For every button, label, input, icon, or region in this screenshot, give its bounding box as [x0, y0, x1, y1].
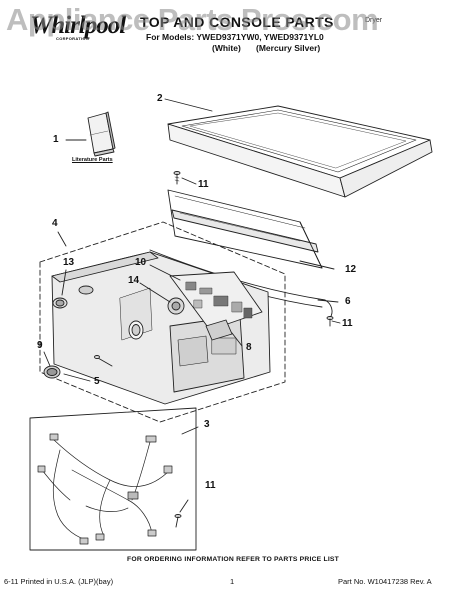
leader-11-top — [181, 177, 197, 185]
leader-13 — [61, 269, 67, 296]
control-board — [169, 271, 263, 331]
page-title: TOP AND CONSOLE PARTS — [140, 14, 334, 30]
callout-1: 1 — [53, 134, 59, 145]
console-group-outline — [39, 221, 286, 423]
variant-silver: (Mercury Silver) — [256, 43, 321, 53]
callout-4: 4 — [52, 218, 58, 229]
screw-top — [173, 171, 181, 185]
ordering-note: FOR ORDERING INFORMATION REFER TO PARTS … — [127, 556, 340, 563]
leader-11-bottom — [179, 499, 189, 513]
leader-14 — [139, 282, 171, 303]
variant-white: (White) — [212, 43, 241, 53]
callout-8: 8 — [246, 342, 252, 353]
user-interface-module — [205, 319, 233, 341]
leader-8 — [231, 332, 243, 347]
screw-console — [94, 355, 113, 367]
page-number: 1 — [230, 577, 235, 586]
console-panel — [51, 251, 271, 405]
leader-5 — [63, 373, 91, 382]
leader-4 — [57, 231, 67, 247]
callout-10: 10 — [135, 257, 147, 268]
callout-9: 9 — [37, 340, 43, 351]
push-button — [52, 297, 68, 309]
literature-label: Literature Parts — [72, 157, 113, 163]
callout-14: 14 — [128, 275, 140, 286]
callout-11-bottom: 11 — [205, 480, 216, 491]
whirlpool-logo: Whirlpool — [30, 12, 126, 39]
callout-5: 5 — [94, 376, 100, 387]
callout-6: 6 — [345, 296, 351, 307]
callout-2: 2 — [157, 93, 163, 104]
leader-9 — [43, 351, 51, 367]
part-number: Part No. W10417238 Rev. A — [338, 577, 432, 586]
leader-10 — [149, 264, 181, 281]
leader-12 — [299, 260, 335, 270]
console-bracket — [167, 189, 323, 269]
watermark: Appliance Parts Pros.com — [6, 2, 379, 37]
harness-box — [29, 407, 197, 551]
callout-3: 3 — [204, 419, 210, 430]
selector-knob — [167, 297, 185, 315]
cycle-knob — [43, 365, 61, 379]
product-type: Dryer — [365, 17, 383, 24]
leader-3 — [181, 426, 199, 435]
models-line: For Models: YWED9371YW0, YWED9371YL0 — [146, 32, 324, 42]
screw-bottom — [174, 514, 182, 528]
literature-booklet — [87, 111, 116, 157]
leader-6 — [317, 299, 339, 303]
leader-11-right — [331, 320, 341, 324]
top-panel — [167, 105, 433, 198]
screw-right — [326, 316, 334, 327]
print-info: 6-11 Printed in U.S.A. (JLP)(bay) — [4, 577, 114, 586]
callout-13: 13 — [63, 257, 75, 268]
leader-2 — [164, 98, 213, 112]
wire-harness — [37, 433, 173, 545]
callout-11-right: 11 — [342, 318, 353, 329]
logo-subtitle: CORPORATION — [56, 36, 90, 41]
callout-11-top: 11 — [198, 179, 209, 190]
callout-12: 12 — [345, 264, 357, 275]
